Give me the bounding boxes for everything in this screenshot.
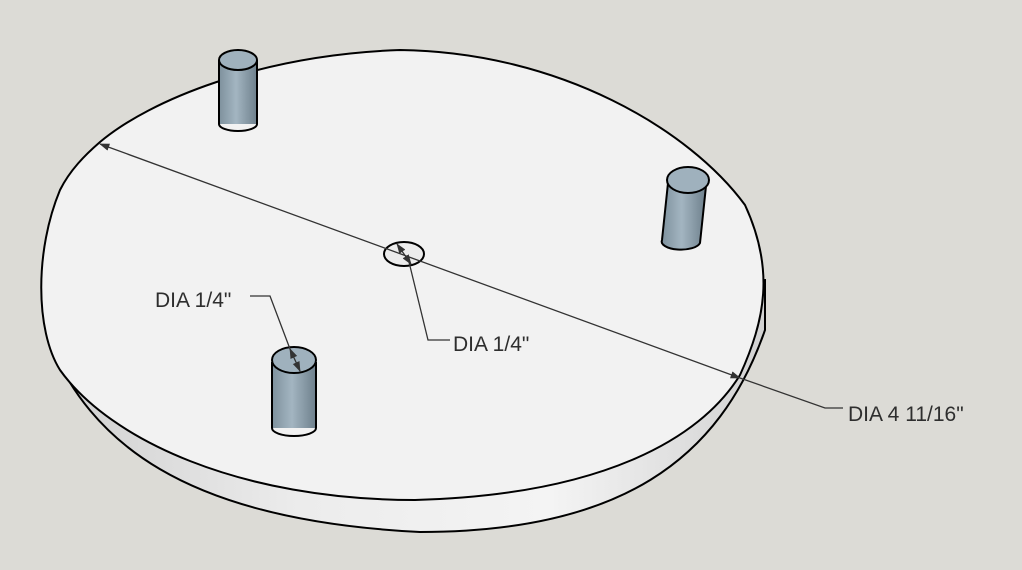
center-hole-leader bbox=[408, 261, 450, 341]
outer-diameter-label: DIA 4 11/16" bbox=[848, 403, 964, 426]
pin-top-left bbox=[218, 49, 258, 132]
pin-bottom-left bbox=[271, 346, 317, 437]
outer-diameter-leader bbox=[739, 377, 843, 409]
pin-leader bbox=[250, 295, 291, 350]
pin-dimension-line bbox=[289, 348, 301, 372]
center-hole-dimension-line bbox=[396, 243, 412, 265]
disc-top-face bbox=[40, 48, 765, 502]
outer-diameter-dimension-line bbox=[99, 143, 741, 379]
center-hole-label: DIA 1/4" bbox=[453, 333, 529, 356]
pin-diameter-label: DIA 1/4" bbox=[155, 289, 231, 312]
